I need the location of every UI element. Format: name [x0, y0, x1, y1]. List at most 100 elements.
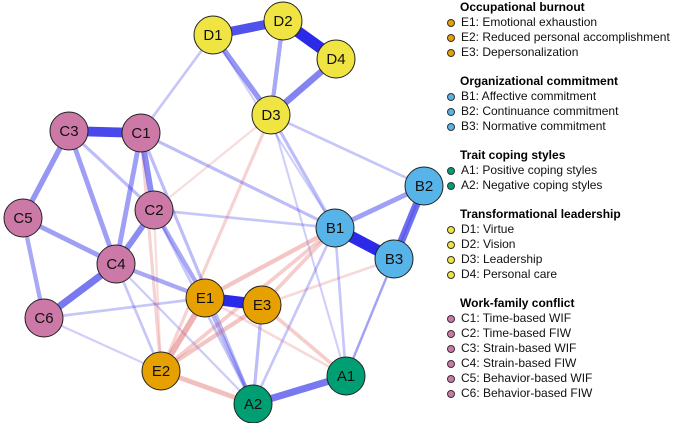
legend-color-dot: [447, 389, 455, 398]
node-circle: [326, 356, 366, 396]
legend-item: C3: Strain-based WIF: [447, 341, 685, 356]
edge-C1-C4: [113, 132, 144, 265]
node-label: D2: [273, 13, 292, 30]
edge-C6-E2: [43, 317, 162, 372]
edge-B1-E1: [203, 226, 337, 300]
legend-item-label: E2: Reduced personal accomplishment: [461, 30, 670, 44]
edge-D3-B1: [269, 114, 337, 229]
edge-E1-A1: [204, 296, 347, 378]
legend-item: A1: Positive coping styles: [447, 163, 685, 178]
node-D3: D3: [251, 95, 291, 135]
node-circle: [251, 95, 291, 135]
node-C3: C3: [49, 111, 89, 151]
legend-item: B1: Affective commitment: [447, 89, 685, 104]
legend-group-title: Transformational leadership: [460, 207, 621, 221]
node-circle: [374, 239, 414, 279]
legend-color-dot: [447, 18, 455, 27]
edge-D1-C1: [139, 34, 215, 134]
legend-item: D4: Personal care: [447, 267, 685, 282]
legend-item-label: D1: Virtue: [461, 222, 515, 236]
legend-item: D3: Leadership: [447, 252, 685, 267]
node-A2: A2: [233, 384, 273, 423]
legend-color-dot: [447, 374, 455, 383]
legend-item: A2: Negative coping styles: [447, 178, 685, 193]
legend-item-label: B1: Affective commitment: [461, 89, 597, 103]
edge-C2-B1: [153, 208, 336, 230]
node-B2: B2: [404, 166, 444, 206]
node-label: E2: [152, 363, 170, 380]
node-E2: E2: [141, 351, 181, 391]
node-label: C3: [59, 123, 78, 140]
node-label: B3: [385, 251, 403, 268]
node-label: D4: [326, 51, 345, 68]
node-A1: A1: [326, 356, 366, 396]
legend-item-label: A2: Negative coping styles: [461, 178, 603, 192]
node-D2: D2: [263, 1, 303, 41]
edge-B3-E3: [261, 257, 395, 307]
legend-item: E1: Emotional exhaustion: [447, 15, 685, 30]
node-label: C2: [144, 202, 163, 219]
legend-item: C4: Strain-based FIW: [447, 356, 685, 371]
edge-C6-E1: [43, 296, 206, 320]
node-label: C4: [106, 256, 125, 273]
node-label: C1: [131, 125, 150, 142]
legend-color-dot: [447, 92, 455, 101]
node-E1: E1: [185, 278, 225, 318]
node-label: B1: [326, 220, 344, 237]
edge-B3-A1: [344, 258, 396, 377]
edge-C2-E2: [152, 209, 163, 372]
legend-item-label: B3: Normative commitment: [461, 119, 606, 133]
edge-D3-B2: [270, 113, 425, 188]
legend-item: B3: Normative commitment: [447, 119, 685, 134]
node-label: D3: [261, 107, 280, 124]
edge-D3-C2: [153, 114, 272, 211]
legend-item: D1: Virtue: [447, 222, 685, 237]
node-label: E1: [196, 290, 214, 307]
legend-color-dot: [447, 240, 455, 249]
legend-item: D2: Vision: [447, 237, 685, 252]
node-circle: [263, 1, 303, 41]
legend-item-label: B2: Continuance commitment: [461, 104, 619, 118]
node-circle: [404, 166, 444, 206]
node-B3: B3: [374, 239, 414, 279]
node-label: A2: [244, 396, 262, 413]
node-circle: [96, 244, 136, 284]
legend-group-title: Trait coping styles: [460, 148, 566, 162]
legend-group-title: Organizational commitment: [460, 74, 619, 88]
legend-item: C2: Time-based FIW: [447, 326, 685, 341]
legend-item-label: E1: Emotional exhaustion: [461, 15, 598, 29]
node-circle: [315, 208, 355, 248]
node-label: C6: [34, 310, 53, 327]
legend-item-label: D3: Leadership: [461, 252, 543, 266]
legend-item-label: E3: Depersonalization: [461, 45, 579, 59]
legend-item-label: C4: Strain-based FIW: [461, 356, 577, 370]
edge-C1-E2: [139, 132, 163, 372]
legend-color-dot: [447, 255, 455, 264]
node-D4: D4: [316, 39, 356, 79]
legend-item: E3: Depersonalization: [447, 45, 685, 60]
legend-color-dot: [447, 270, 455, 279]
edge-C3-C4: [66, 130, 119, 265]
node-circle: [233, 384, 273, 423]
legend-item-label: D2: Vision: [461, 237, 516, 251]
legend-item: C5: Behavior-based WIF: [447, 371, 685, 386]
legend-color-dot: [447, 359, 455, 368]
node-label: E3: [253, 297, 271, 314]
node-C5: C5: [3, 198, 43, 238]
node-circle: [121, 113, 161, 153]
legend-color-dot: [447, 344, 455, 353]
legend-item: C6: Behavior-based FIW: [447, 386, 685, 401]
node-circle: [242, 285, 282, 325]
node-label: C5: [13, 210, 32, 227]
legend-color-dot: [447, 122, 455, 131]
node-label: B2: [415, 178, 433, 195]
legend-item-label: C3: Strain-based WIF: [461, 341, 577, 355]
node-D1: D1: [193, 15, 233, 55]
node-C6: C6: [24, 298, 64, 338]
